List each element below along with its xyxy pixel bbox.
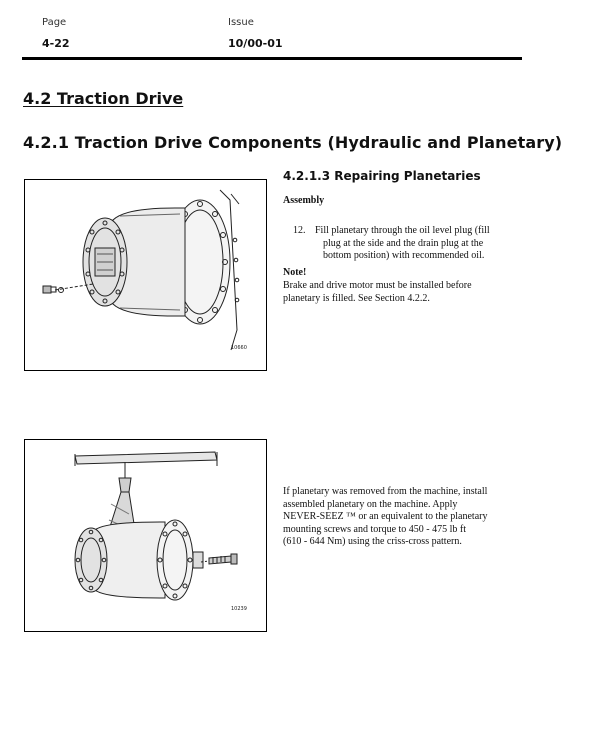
note-text: Brake and drive motor must be installed …	[283, 280, 528, 305]
note-heading: Note!	[283, 267, 307, 278]
planetary-oil-plug-figure: 10660	[24, 179, 267, 371]
step-number: 12.	[293, 225, 306, 236]
install-line: (610 - 644 Nm) using the criss-cross pat…	[283, 536, 462, 547]
figure-number: 10660	[231, 345, 247, 351]
issue-value: 10/00-01	[228, 37, 283, 50]
step-text: Fill planetary through the oil level plu…	[315, 225, 530, 263]
install-line: NEVER-SEEZ ™ or an equivalent to the pla…	[283, 511, 488, 522]
page-label: Page	[42, 17, 67, 28]
planetary-drawing-1	[42, 189, 240, 351]
page-number: 4-22	[42, 37, 70, 50]
subsection-title: 4.2.1 Traction Drive Components (Hydraul…	[23, 133, 563, 152]
step-line: plug at the side and the drain plug at t…	[323, 237, 484, 249]
install-text: If planetary was removed from the machin…	[283, 486, 533, 549]
subsubsection-title: 4.2.1.3 Repairing Planetaries	[283, 169, 481, 183]
step-line: bottom position) with recommended oil.	[323, 250, 485, 261]
note-line: Brake and drive motor must be installed …	[283, 280, 472, 291]
install-line: If planetary was removed from the machin…	[283, 486, 488, 497]
issue-label: Issue	[228, 17, 254, 28]
figure-number: 10239	[231, 606, 247, 612]
install-line: assembled planetary on the machine. Appl…	[283, 498, 458, 510]
section-title: 4.2 Traction Drive	[23, 89, 184, 108]
planetary-drawing-2	[74, 451, 238, 601]
planetary-hoist-figure: 10239	[24, 439, 267, 632]
header-rule	[22, 57, 522, 60]
step-line: Fill planetary through the oil level plu…	[315, 225, 490, 236]
install-line: mounting screws and torque to 450 - 475 …	[283, 523, 467, 535]
note-line: planetary is filled. See Section 4.2.2.	[283, 292, 430, 304]
assembly-heading: Assembly	[283, 195, 325, 206]
